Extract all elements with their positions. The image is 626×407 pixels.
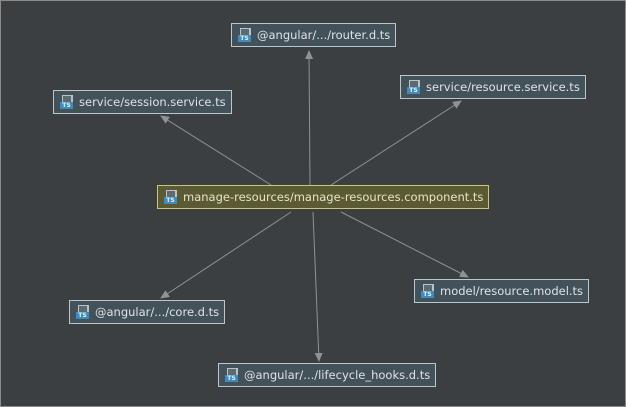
node-label: manage-resources/manage-resources.compon…: [183, 190, 484, 204]
node-router[interactable]: @angular/.../router.d.ts: [231, 23, 397, 47]
typescript-file-icon: [238, 28, 252, 42]
node-core[interactable]: @angular/.../core.d.ts: [69, 300, 226, 324]
typescript-file-icon: [164, 190, 178, 204]
node-label: @angular/.../lifecycle_hooks.d.ts: [244, 368, 431, 382]
node-lifecycle-hooks[interactable]: @angular/.../lifecycle_hooks.d.ts: [218, 363, 437, 387]
edge-to-resource-model: [340, 211, 469, 278]
node-label: @angular/.../router.d.ts: [257, 28, 391, 42]
typescript-file-icon: [421, 284, 435, 298]
edge-to-core: [160, 211, 292, 299]
edge-to-session-service: [160, 115, 272, 186]
node-manage-resources-component[interactable]: manage-resources/manage-resources.compon…: [157, 185, 490, 209]
edge-to-router: [305, 50, 314, 186]
node-resource-service[interactable]: service/resource.service.ts: [400, 75, 586, 99]
node-label: service/session.service.ts: [79, 95, 226, 109]
edge-to-lifecycle-hooks: [312, 211, 323, 362]
typescript-file-icon: [76, 305, 90, 319]
typescript-file-icon: [407, 80, 421, 94]
node-resource-model[interactable]: model/resource.model.ts: [414, 279, 590, 303]
node-label: service/resource.service.ts: [426, 80, 580, 94]
edge-to-resource-service: [330, 100, 462, 186]
node-label: model/resource.model.ts: [440, 284, 584, 298]
typescript-file-icon: [60, 95, 74, 109]
typescript-file-icon: [225, 368, 239, 382]
node-label: @angular/.../core.d.ts: [95, 305, 220, 319]
node-session-service[interactable]: service/session.service.ts: [53, 90, 232, 114]
